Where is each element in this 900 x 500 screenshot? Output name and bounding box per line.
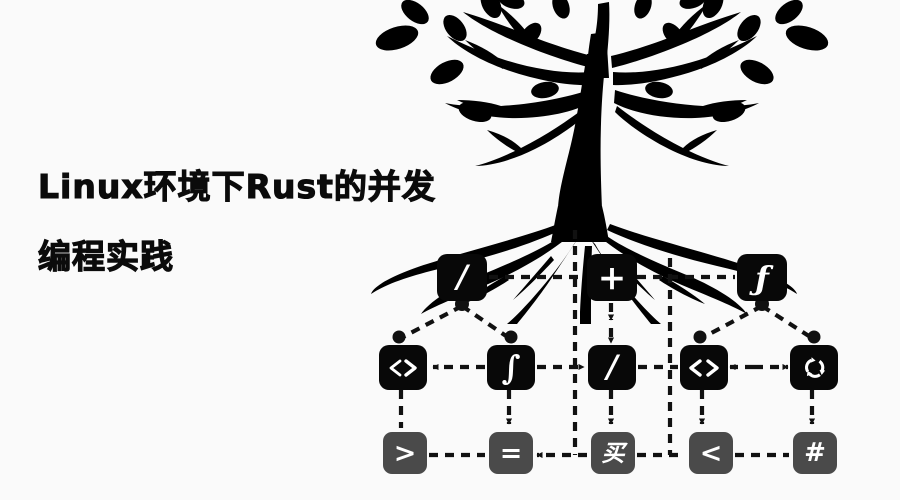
plus-icon: + [597, 257, 627, 298]
title-line-2: 编程实践 [37, 236, 174, 276]
divide-slash-icon: / [456, 259, 468, 295]
equals-icon: = [499, 437, 523, 469]
title-line-1: Linux环境下Rust的并发 [37, 166, 436, 206]
code-brackets-icon [389, 358, 417, 377]
code-brackets-icon [689, 358, 719, 377]
node-less-than[interactable]: < [689, 432, 733, 474]
less-than-icon: < [699, 437, 723, 469]
page-title: Linux环境下Rust的并发 编程实践 [37, 152, 436, 292]
node-plus[interactable]: + [587, 254, 637, 301]
node-slash-middle[interactable]: / [588, 345, 636, 390]
node-integral[interactable]: ∫ [487, 345, 535, 390]
integral-icon: ∫ [501, 348, 521, 387]
node-divide-slash[interactable]: / [437, 254, 487, 301]
node-recycle[interactable] [790, 345, 838, 390]
cjk-glyph-icon: 买 [601, 439, 625, 467]
divide-slash-icon: / [606, 349, 618, 385]
node-equals[interactable]: = [489, 432, 533, 474]
node-cjk[interactable]: 买 [591, 432, 635, 474]
greater-than-icon: > [393, 437, 417, 469]
function-f-icon: ƒ [755, 258, 769, 297]
node-hash[interactable]: # [793, 432, 837, 474]
node-function[interactable]: ƒ [737, 254, 787, 301]
recycle-loop-icon [804, 357, 825, 378]
node-code-right[interactable] [680, 345, 728, 390]
node-greater-than[interactable]: > [383, 432, 427, 474]
hash-icon: # [804, 438, 826, 468]
node-code-left[interactable] [379, 345, 427, 390]
